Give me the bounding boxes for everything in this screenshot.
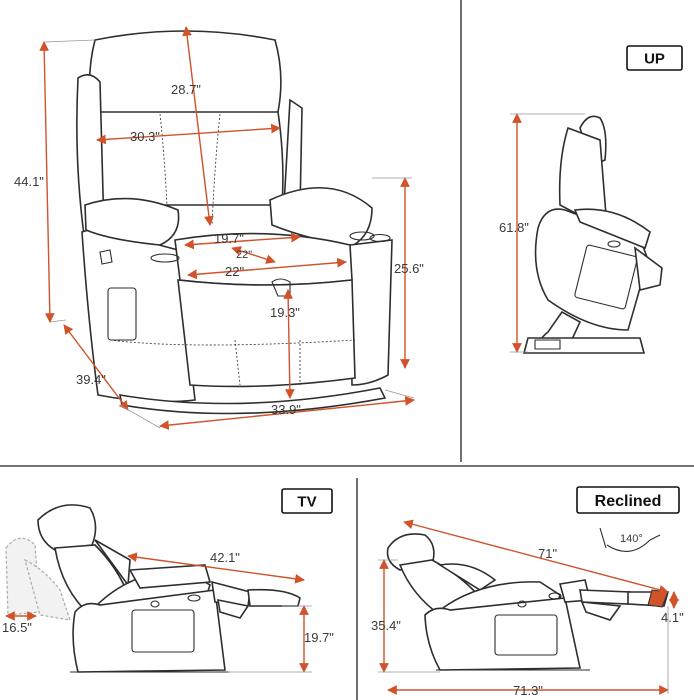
up-dimensions: 61.8" bbox=[499, 113, 585, 353]
up-view-chair bbox=[522, 115, 663, 354]
front-seat-width-label: 22" bbox=[225, 264, 244, 279]
front-back-width-label: 30.3" bbox=[130, 129, 160, 144]
tv-foot-height-label: 19.7" bbox=[304, 630, 334, 645]
up-height-label: 61.8" bbox=[499, 220, 529, 235]
tv-dimensions: 42.1" 19.7" 16.5" bbox=[2, 550, 334, 673]
front-seat-height-label: 19.3" bbox=[270, 305, 300, 320]
reclined-height-label: 35.4" bbox=[371, 618, 401, 633]
front-seat-inner-label: 22" bbox=[236, 249, 252, 261]
reclined-angle-label: 140° bbox=[620, 533, 643, 545]
front-depth-label: 39.4" bbox=[76, 372, 106, 387]
front-headrest-width-label: 28.7" bbox=[171, 82, 201, 97]
front-dimension-labels: 28.7" 30.3" 44.1" 19.7" 22" 22" 25.6" 19… bbox=[14, 82, 424, 417]
tv-length-label: 42.1" bbox=[210, 550, 240, 565]
front-arm-height-label: 25.6" bbox=[394, 261, 424, 276]
tv-back-clearance-label: 16.5" bbox=[2, 620, 32, 635]
reclined-footrest-label: 4.1" bbox=[661, 610, 684, 625]
tv-view-chair bbox=[37, 504, 301, 673]
reclined-angle-icon: 140° bbox=[599, 527, 661, 552]
tv-ghost-chair bbox=[5, 537, 71, 621]
tv-badge-text: TV bbox=[297, 494, 316, 511]
front-view-chair bbox=[76, 30, 393, 415]
front-seat-depth-label: 19.7" bbox=[214, 231, 244, 246]
reclined-length-label: 71" bbox=[538, 546, 557, 561]
front-dimensions bbox=[39, 26, 415, 430]
reclined-overall-length-label: 71.3" bbox=[513, 683, 543, 698]
reclined-badge: Reclined bbox=[576, 486, 680, 514]
reclined-badge-text: Reclined bbox=[595, 493, 662, 510]
reclined-dimensions: 71" 35.4" 4.1" 71.3" bbox=[371, 519, 684, 698]
front-overall-width-label: 33.9" bbox=[271, 402, 301, 417]
up-badge: UP bbox=[626, 45, 683, 71]
up-badge-text: UP bbox=[644, 51, 665, 68]
tv-badge: TV bbox=[281, 488, 333, 514]
front-total-height-label: 44.1" bbox=[14, 174, 44, 189]
